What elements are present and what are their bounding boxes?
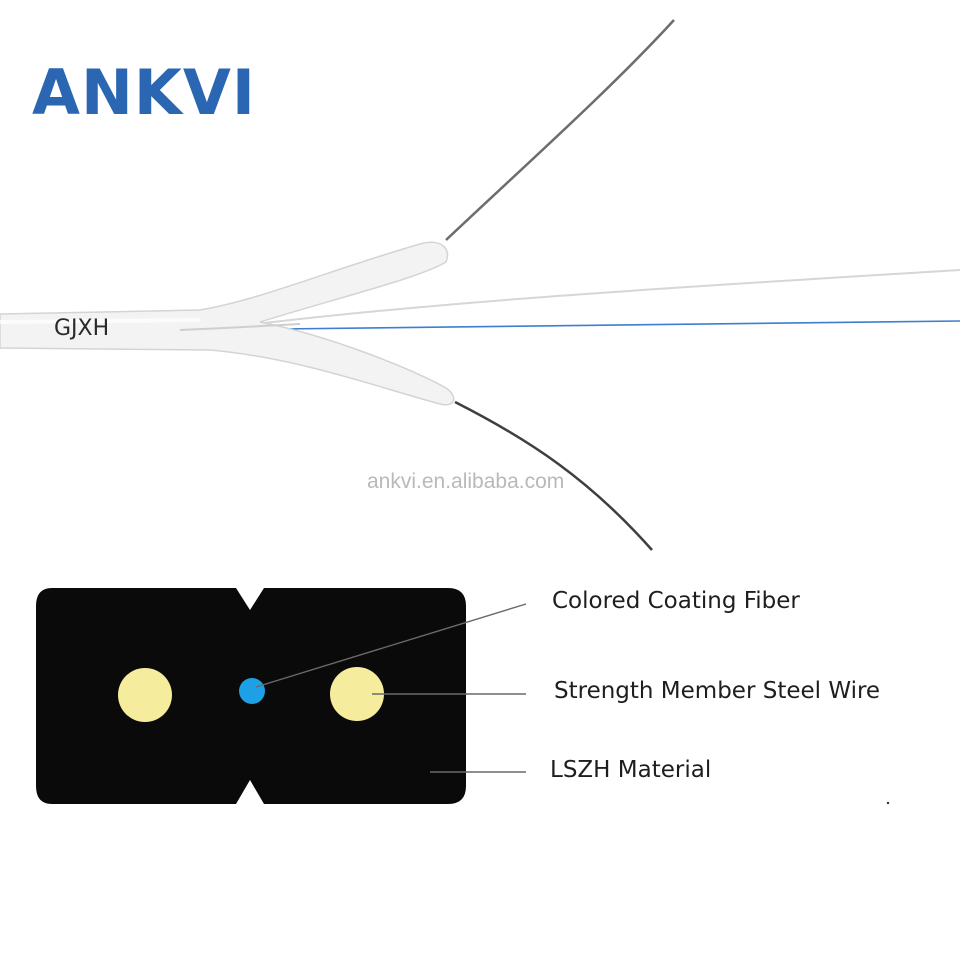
left-steel-wire [118, 668, 172, 722]
cable-jacket [0, 241, 455, 406]
brand-logo: ANKVI [32, 56, 256, 129]
blue-fiber [279, 320, 960, 330]
cross-section [36, 588, 527, 804]
right-steel-wire [330, 667, 384, 721]
callout-lszh-material: LSZH Material [550, 757, 712, 783]
callout-colored-coating-fiber: Colored Coating Fiber [552, 588, 800, 614]
callout-strength-member-steel-wire: Strength Member Steel Wire [554, 678, 881, 704]
watermark-text: ankvi.en.alibaba.com [367, 470, 565, 493]
drop-cable-photo [0, 19, 960, 551]
jacket-highlight [0, 318, 201, 324]
leader-line-fiber [255, 603, 527, 688]
white-fiber [239, 269, 960, 327]
cable-print-label: GJXH [54, 316, 110, 341]
lower-steel-wire [454, 400, 653, 551]
jacket-split-shadow [179, 323, 301, 331]
upper-steel-wire [445, 19, 675, 241]
stray-dot [886, 801, 890, 805]
colored-fiber-core [239, 678, 265, 704]
